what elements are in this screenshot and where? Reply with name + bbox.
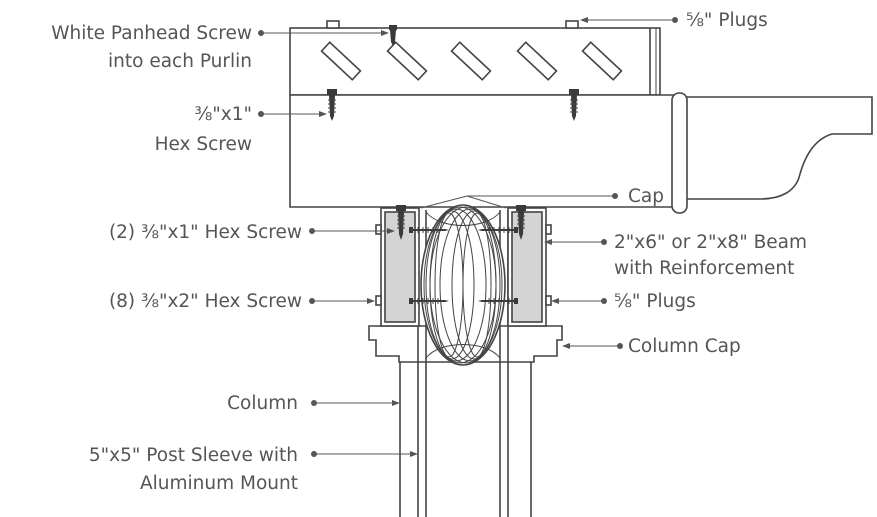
label-post-sleeve-line2: Aluminum Mount	[140, 473, 298, 494]
label-post-sleeve-line1: 5"x5" Post Sleeve with	[89, 445, 298, 466]
cap-beam	[289, 92, 873, 214]
hex-screw-right-icon	[569, 89, 579, 121]
label-white-panhead-line2: into each Purlin	[108, 51, 252, 72]
label-cap: Cap	[628, 186, 664, 207]
hex-screw-horizontal-icon	[409, 227, 518, 304]
label-column-cap: Column Cap	[628, 336, 741, 357]
label-hex-screw-2x: (2) ⅜"x1" Hex Screw	[109, 222, 302, 243]
hex-screw-left-icon	[327, 89, 337, 121]
label-beam-line2: with Reinforcement	[614, 258, 794, 279]
label-plugs-mid: ⅝" Plugs	[614, 291, 696, 312]
beam-right	[507, 207, 552, 327]
label-hex-screw-line1: ⅜"x1"	[194, 104, 252, 125]
label-column: Column	[227, 393, 298, 414]
label-plugs-top: ⅝" Plugs	[686, 10, 768, 31]
purlin	[289, 20, 661, 96]
hex-screw-beam-right-icon	[516, 205, 526, 240]
purlin-slots	[320, 41, 623, 81]
labels: White Panhead Screw into each Purlin ⅝" …	[51, 10, 807, 494]
beam-left	[375, 207, 420, 327]
label-hex-screw-line2: Hex Screw	[155, 134, 252, 155]
hex-screw-beam-left-icon	[396, 205, 406, 240]
panhead-screw-icon	[389, 25, 397, 46]
label-beam-line1: 2"x6" or 2"x8" Beam	[614, 232, 807, 253]
leader-lines	[258, 17, 678, 457]
label-white-panhead-line1: White Panhead Screw	[51, 23, 252, 44]
label-hex-screw-8x: (8) ⅜"x2" Hex Screw	[109, 291, 302, 312]
aluminum-mount	[420, 204, 506, 366]
